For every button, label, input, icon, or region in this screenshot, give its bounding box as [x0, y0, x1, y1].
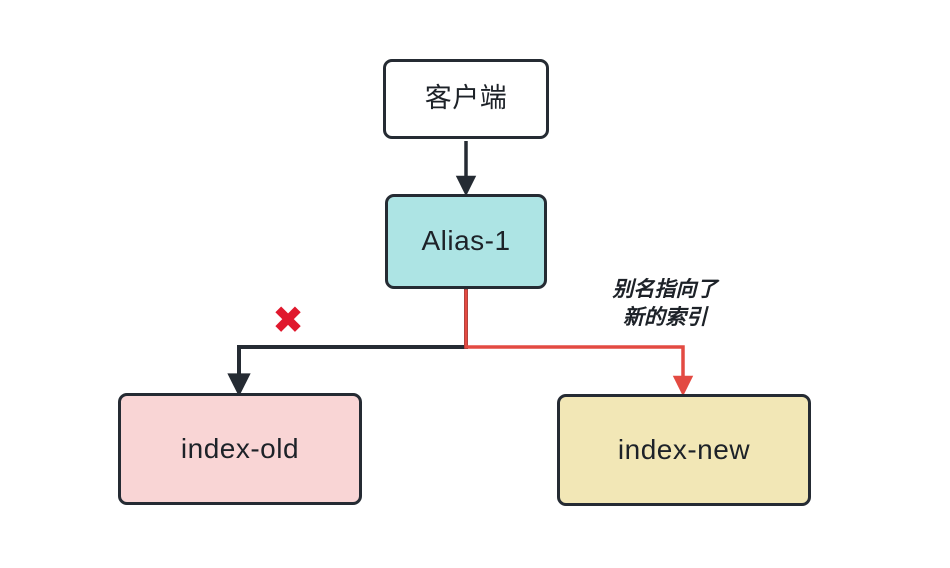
node-index-old-label: index-old	[180, 432, 300, 464]
node-index-new[interactable]: index-new	[557, 394, 811, 506]
edge-alias-to-index-new	[464, 289, 694, 397]
node-client-label: 客户端	[424, 83, 508, 114]
node-alias[interactable]: Alias-1	[385, 194, 547, 289]
node-index-old[interactable]: index-old	[118, 393, 362, 505]
annotation-alias-points-new: 别名指向了 新的索引	[612, 278, 718, 329]
node-index-new-label: index-new	[617, 433, 751, 465]
node-alias-label: Alias-1	[421, 225, 511, 257]
cross-icon: ✖	[272, 298, 304, 342]
node-client[interactable]: 客户端	[383, 59, 549, 139]
